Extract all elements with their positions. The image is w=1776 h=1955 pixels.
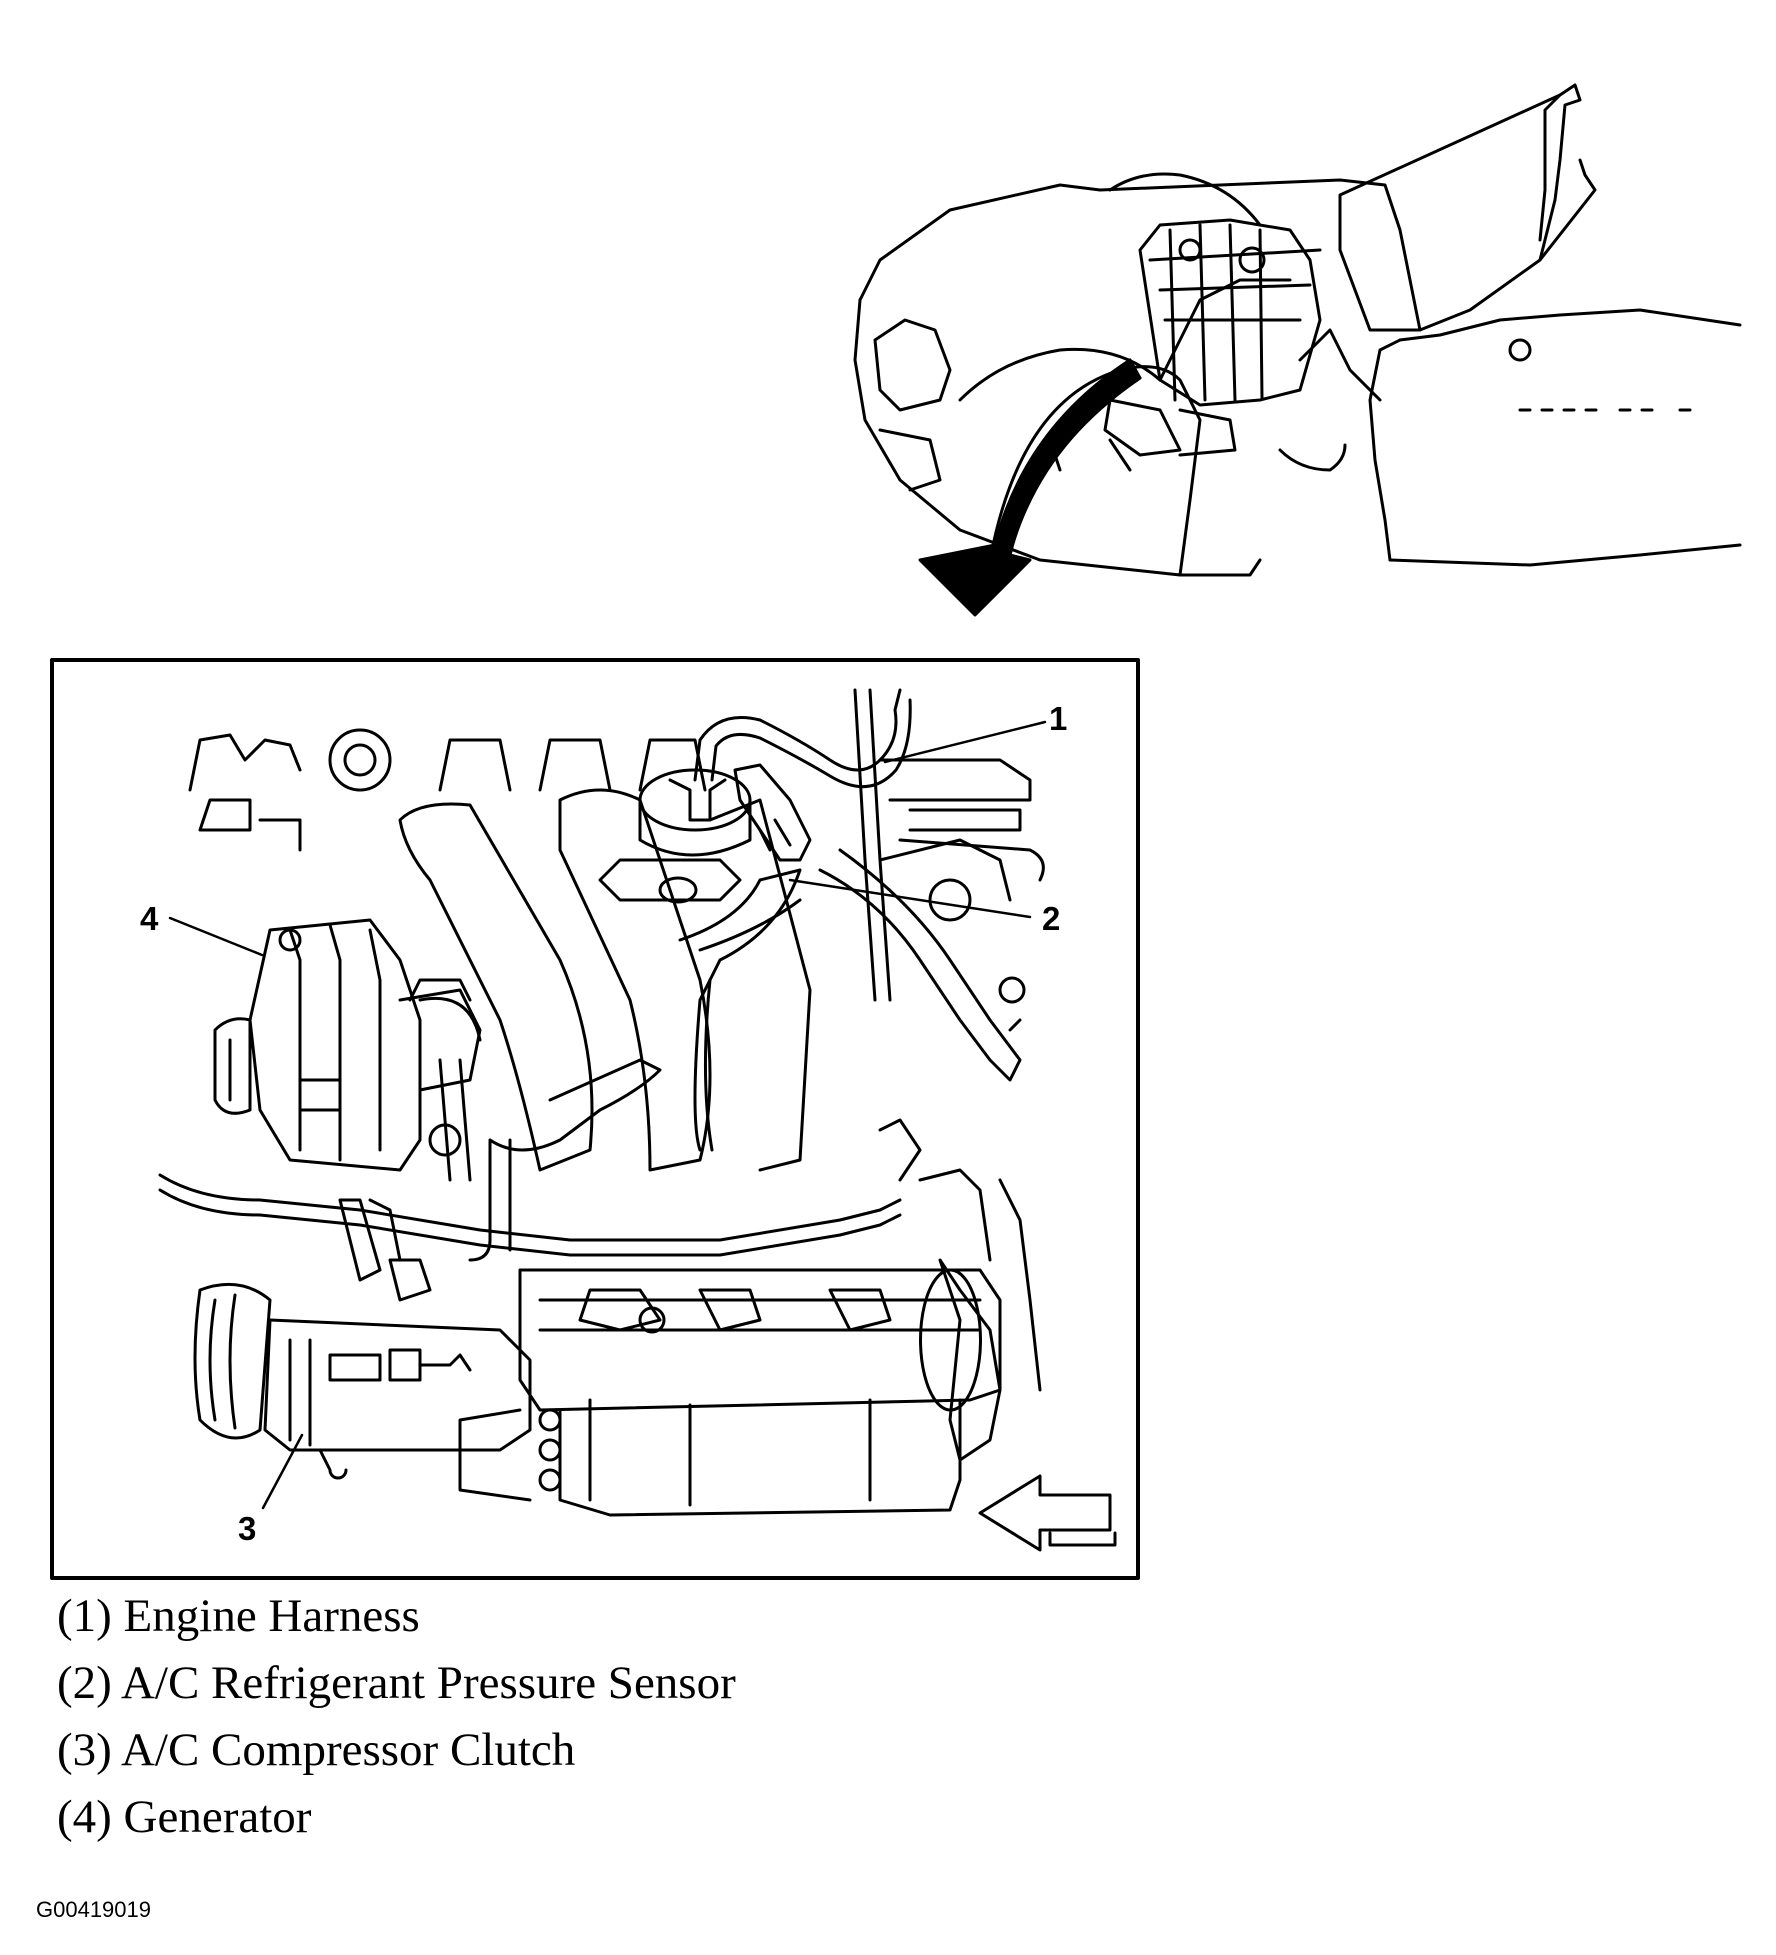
- leader-line-4: [168, 916, 264, 957]
- leader-line-2: [788, 878, 1032, 919]
- callout-3: 3: [238, 1510, 256, 1547]
- legend-item-pressure-sensor: (2) A/C Refrigerant Pressure Sensor: [57, 1657, 736, 1709]
- left-arrow-icon: [978, 1474, 1112, 1552]
- legend-item-compressor-clutch: (3) A/C Compressor Clutch: [57, 1724, 576, 1776]
- engine-illustration: [158, 688, 1117, 1552]
- callout-4: 4: [140, 900, 159, 937]
- legend: (1) Engine Harness (2) A/C Refrigerant P…: [57, 1583, 736, 1851]
- figure-code: G00419019: [36, 1897, 151, 1922]
- callout-1: 1: [1049, 700, 1067, 737]
- legend-item-generator: (4) Generator: [57, 1791, 312, 1843]
- leader-line-3: [261, 1433, 304, 1510]
- detail-frame: [50, 658, 1140, 1580]
- leader-line-1: [883, 720, 1047, 764]
- leader-lines: [168, 720, 1047, 1510]
- legend-item-engine-harness: (1) Engine Harness: [57, 1590, 420, 1642]
- callout-2: 2: [1042, 900, 1060, 937]
- vehicle-overview: [853, 83, 1742, 617]
